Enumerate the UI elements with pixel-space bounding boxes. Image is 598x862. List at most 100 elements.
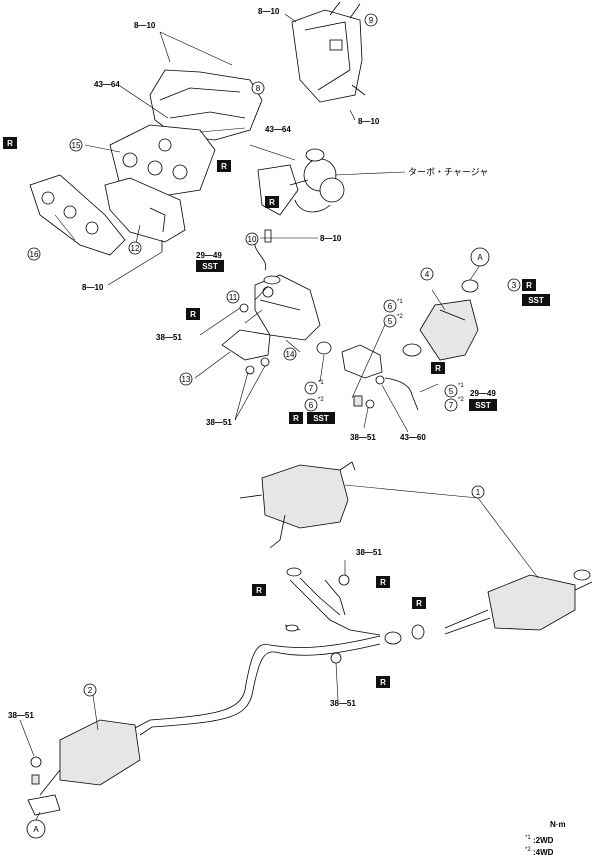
callout-10: 10 — [245, 232, 259, 246]
svg-text:SST: SST — [313, 414, 329, 423]
torque-29-49: 29—49 — [196, 251, 222, 260]
svg-text:1: 1 — [476, 488, 481, 497]
catalytic-converter — [419, 299, 479, 361]
callout-16: 16 — [27, 247, 41, 261]
callout-14: 14 — [283, 347, 297, 361]
gasket-ring-left — [286, 567, 302, 577]
manifold-gasket — [29, 174, 126, 256]
callout-7: 7 — [304, 381, 318, 395]
svg-text:8: 8 — [256, 84, 261, 93]
main-pipe — [27, 635, 381, 816]
torque-38-51: 38—51 — [330, 699, 356, 708]
callout-12: 12 — [128, 241, 142, 255]
unit-label: N·m — [550, 820, 566, 829]
nut-38-51-mid — [365, 399, 375, 409]
badge-sst: SST — [522, 294, 550, 306]
torque-38-51: 38—51 — [350, 433, 376, 442]
nut-38-51-lower — [330, 652, 342, 664]
nut-43-60 — [375, 375, 385, 385]
svg-text:7: 7 — [449, 401, 454, 410]
svg-text:SST: SST — [475, 401, 491, 410]
flange-plate — [341, 344, 383, 379]
svg-text:R: R — [380, 678, 386, 687]
superscript: *1 — [318, 380, 324, 386]
callout-5: 5 — [383, 314, 397, 328]
torque-43-64: 43—64 — [94, 80, 120, 89]
svg-text:SST: SST — [202, 262, 218, 271]
support-bracket — [221, 329, 271, 375]
svg-text:12: 12 — [131, 244, 140, 253]
torque-38-51: 38—51 — [156, 333, 182, 342]
badge-r: R — [412, 597, 426, 609]
torque-8-10: 8—10 — [134, 21, 156, 30]
svg-text:5: 5 — [449, 387, 454, 396]
mid-gasket — [316, 341, 332, 355]
svg-text:R: R — [380, 578, 386, 587]
leader-lines — [19, 13, 539, 821]
badge-r: R — [252, 584, 266, 596]
torque-8-10: 8—10 — [358, 117, 380, 126]
y-pipe — [284, 577, 402, 645]
callout-7: 7 — [444, 398, 458, 412]
badge-r: R — [376, 676, 390, 688]
torque-8-10: 8—10 — [320, 234, 342, 243]
nut-11 — [239, 303, 249, 313]
callout-2: 2 — [83, 683, 97, 697]
spring-bolt — [353, 395, 363, 407]
torque-43-60: 43—60 — [400, 433, 426, 442]
note-text-4wd: :4WD — [533, 848, 554, 857]
callout-9: 9 — [364, 13, 378, 27]
svg-text:R: R — [293, 414, 299, 423]
badge-sst: SST — [196, 260, 224, 272]
torque-29-49: 29—49 — [470, 389, 496, 398]
callout-A-bottom: A — [26, 819, 46, 839]
turbocharger — [257, 148, 345, 216]
torque-8-10: 8—10 — [82, 283, 104, 292]
svg-text:14: 14 — [286, 350, 295, 359]
torque-38-51: 38—51 — [206, 418, 232, 427]
superscript: *1 — [397, 299, 403, 305]
callout-6: 6 — [304, 398, 318, 412]
badge-r: R — [376, 576, 390, 588]
torque-43-64: 43—64 — [265, 125, 291, 134]
svg-text:R: R — [7, 139, 13, 148]
note-mark-2: *2 — [525, 847, 531, 853]
badge-r: R — [265, 196, 279, 208]
svg-text:A: A — [477, 253, 483, 262]
callout-5: 5 — [444, 384, 458, 398]
svg-text:11: 11 — [229, 293, 238, 302]
callout-6: 6 — [383, 299, 397, 313]
superscript: *1 — [458, 383, 464, 389]
callout-A-top: A — [470, 247, 490, 267]
callout-13: 13 — [179, 372, 193, 386]
gasket-3 — [461, 279, 479, 293]
badge-sst: SST — [307, 412, 335, 424]
svg-text:R: R — [256, 586, 262, 595]
badge-r: R — [186, 308, 200, 320]
nut-38-51-ypipe — [338, 574, 350, 586]
svg-text:6: 6 — [388, 302, 393, 311]
torque-8-10: 8—10 — [258, 7, 280, 16]
turbocharger-label: ターボ・チャージャ — [408, 167, 488, 178]
svg-text:4: 4 — [425, 270, 430, 279]
svg-text:R: R — [221, 162, 227, 171]
main-muffler — [444, 569, 593, 635]
rear-oxygen-sensor — [384, 377, 419, 411]
badge-r: R — [289, 412, 303, 424]
gasket-ring-right — [411, 624, 425, 640]
front-catalytic-converter — [254, 274, 321, 341]
badge-r: R — [431, 362, 445, 374]
svg-text:16: 16 — [30, 250, 39, 259]
turbo-gasket — [263, 275, 281, 285]
superscript: *2 — [318, 397, 324, 403]
svg-text:R: R — [269, 198, 275, 207]
svg-text:10: 10 — [248, 235, 257, 244]
heat-insulator-upper — [291, 1, 366, 103]
svg-text:A: A — [33, 825, 39, 834]
note-mark-1: *1 — [525, 835, 531, 841]
superscript: *2 — [397, 314, 403, 320]
badge-r: R — [3, 137, 17, 149]
callout-4: 4 — [420, 267, 434, 281]
svg-text:13: 13 — [182, 375, 191, 384]
